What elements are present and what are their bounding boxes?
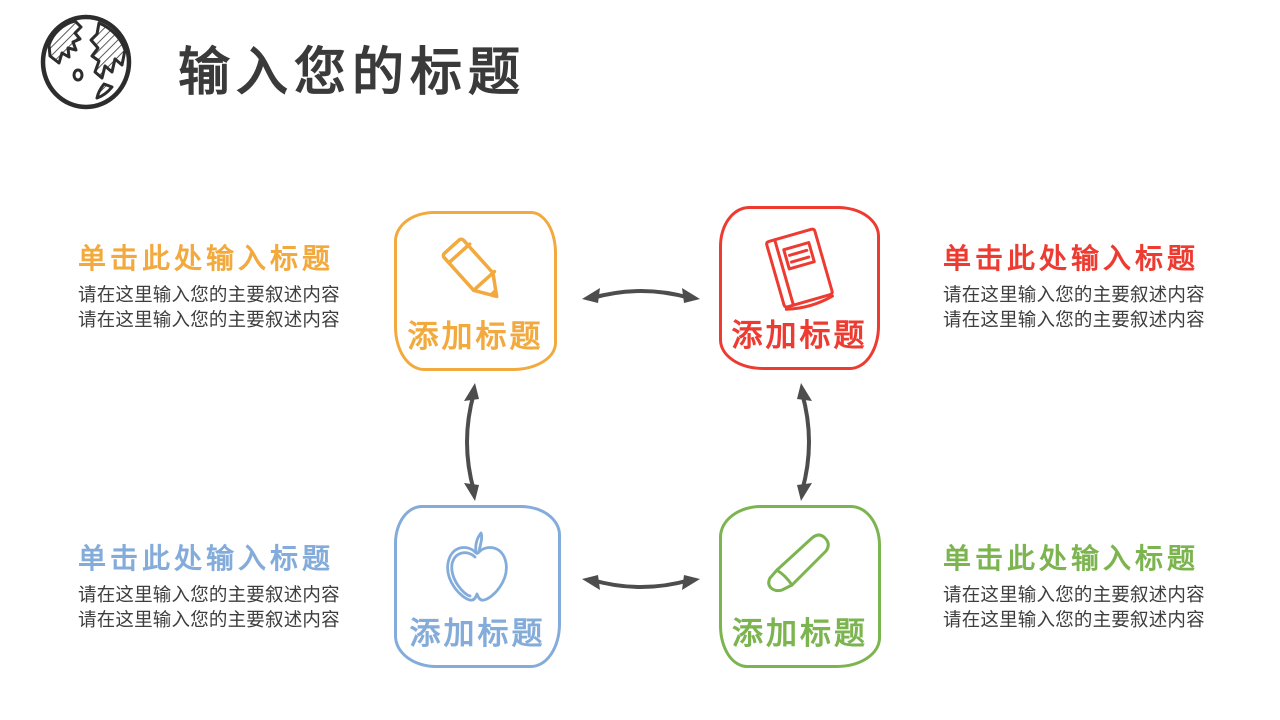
caption-body-line[interactable]: 请在这里输入您的主要叙述内容	[943, 284, 1205, 305]
node-apple[interactable]: 添加标题	[394, 505, 561, 668]
pencil-icon	[397, 226, 554, 318]
caption-body-line[interactable]: 请在这里输入您的主要叙述内容	[78, 284, 340, 305]
node-pencil[interactable]: 添加标题	[394, 211, 557, 371]
caption-body-line[interactable]: 请在这里输入您的主要叙述内容	[943, 609, 1205, 630]
caption-title[interactable]: 单击此处输入标题	[943, 243, 1200, 274]
book-icon	[722, 221, 877, 319]
slide-title[interactable]: 输入您的标题	[178, 44, 527, 102]
node-label[interactable]: 添加标题	[732, 616, 868, 651]
caption-bottom-right: 单击此处输入标题 请在这里输入您的主要叙述内容 请在这里输入您的主要叙述内容	[943, 542, 1233, 632]
double-arrow-bottom-icon	[580, 568, 702, 607]
caption-title[interactable]: 单击此处输入标题	[78, 243, 335, 274]
caption-body-line[interactable]: 请在这里输入您的主要叙述内容	[78, 309, 340, 330]
caption-title[interactable]: 单击此处输入标题	[78, 543, 335, 574]
caption-top-left: 单击此处输入标题 请在这里输入您的主要叙述内容 请在这里输入您的主要叙述内容	[78, 242, 368, 332]
caption-top-right: 单击此处输入标题 请在这里输入您的主要叙述内容 请在这里输入您的主要叙述内容	[943, 242, 1233, 332]
caption-body-line[interactable]: 请在这里输入您的主要叙述内容	[943, 584, 1205, 605]
double-arrow-top-icon	[580, 276, 702, 315]
double-arrow-right-icon	[790, 381, 824, 508]
caption-body-line[interactable]: 请在这里输入您的主要叙述内容	[78, 584, 340, 605]
globe-icon	[36, 10, 136, 112]
node-label[interactable]: 添加标题	[407, 319, 544, 354]
node-eraser[interactable]: 添加标题	[719, 505, 881, 668]
node-label[interactable]: 添加标题	[409, 616, 546, 651]
double-arrow-left-icon	[452, 381, 486, 508]
apple-icon	[397, 528, 558, 610]
caption-bottom-left: 单击此处输入标题 请在这里输入您的主要叙述内容 请在这里输入您的主要叙述内容	[78, 542, 368, 632]
caption-body-line[interactable]: 请在这里输入您的主要叙述内容	[943, 309, 1205, 330]
node-book[interactable]: 添加标题	[719, 206, 880, 370]
caption-title[interactable]: 单击此处输入标题	[943, 543, 1200, 574]
node-label[interactable]: 添加标题	[731, 318, 868, 353]
eraser-icon	[722, 528, 878, 608]
caption-body-line[interactable]: 请在这里输入您的主要叙述内容	[78, 609, 340, 630]
